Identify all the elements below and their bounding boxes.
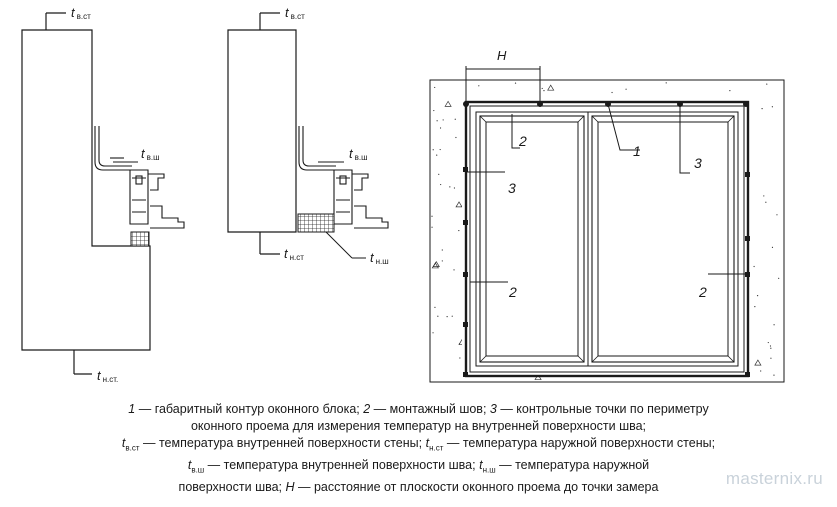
num-2-right: 2 (698, 284, 707, 300)
middle-seam-insulation (297, 213, 335, 233)
left-window-profile (94, 126, 185, 229)
num-3-top: 3 (694, 155, 702, 171)
figure-caption: 1 — габаритный контур оконного блока; 2 … (0, 401, 837, 496)
leaders (466, 103, 746, 283)
num-3-left: 3 (508, 180, 516, 196)
dimension-H (465, 66, 541, 104)
num-1: 1 (633, 143, 641, 159)
left-seam-insulation (130, 231, 150, 247)
caption-line-1: 1 — габаритный контур оконного блока; 2 … (128, 402, 709, 416)
num-2-left: 2 (508, 284, 517, 300)
middle-window-profile (298, 126, 389, 229)
caption-line-3: tв.ст — температура внутренней поверхнос… (121, 436, 716, 453)
caption-line-2: оконного проема для измерения температур… (190, 419, 647, 434)
window-frame (464, 100, 750, 378)
middle-wall-section (227, 12, 297, 255)
label-H: H (497, 48, 507, 63)
watermark: masternix.ru (725, 469, 823, 488)
wall-concrete (429, 79, 785, 383)
caption-line-5: поверхности шва; H — расстояние от плоск… (178, 479, 659, 494)
left-wall-section (21, 12, 151, 375)
num-2-top: 2 (518, 133, 527, 149)
caption-line-4: tв.ш — температура внутренней поверхност… (187, 458, 650, 475)
